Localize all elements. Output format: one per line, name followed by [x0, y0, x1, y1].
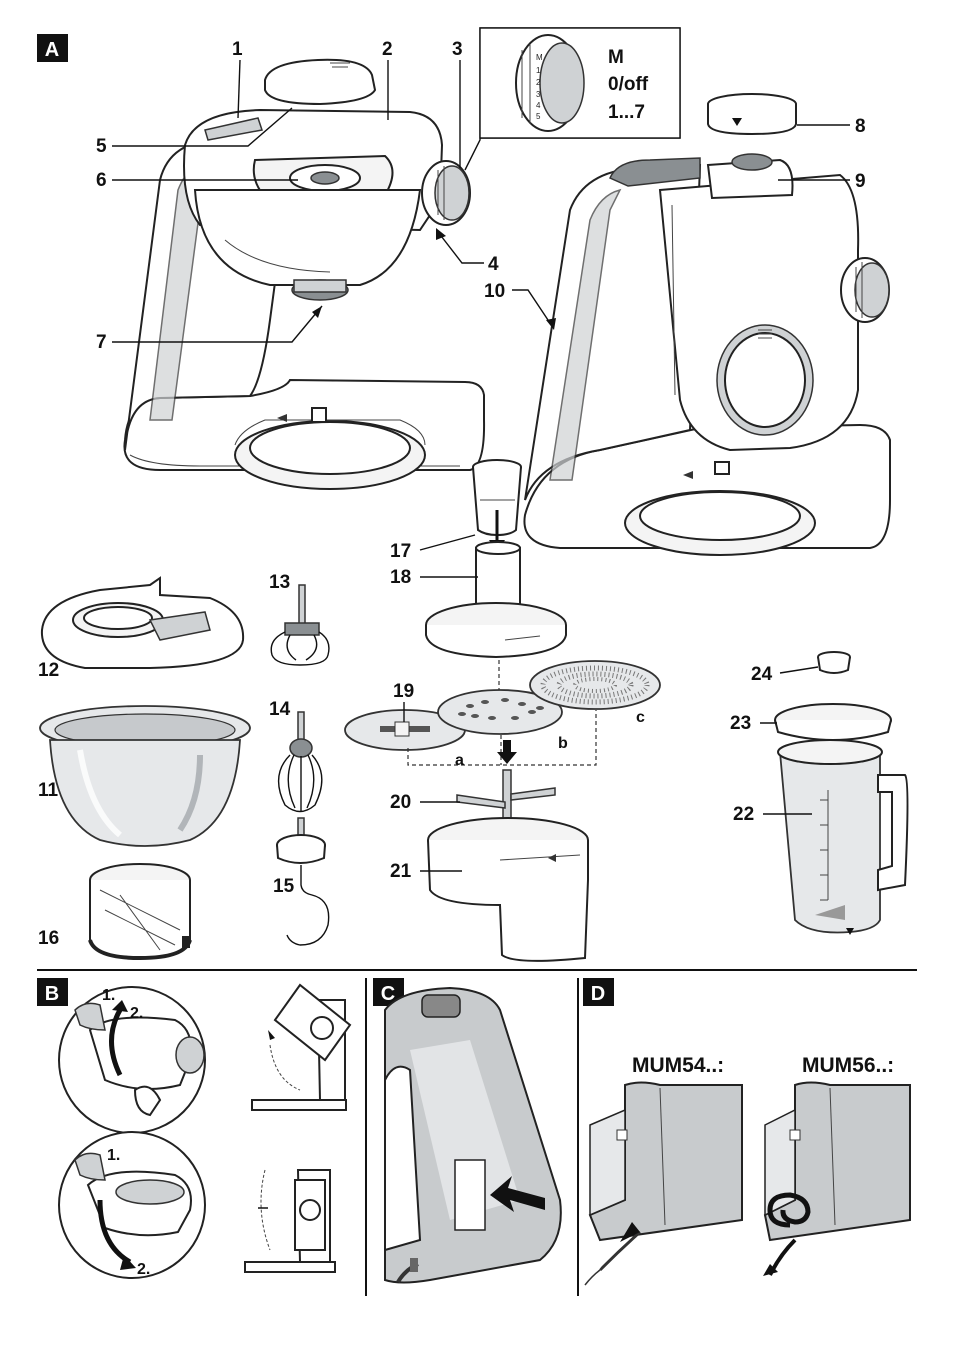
label-a: a — [455, 752, 464, 769]
label-10: 10 — [484, 281, 505, 302]
section-c-letter: C — [381, 983, 395, 1005]
blender-attachment — [774, 651, 909, 935]
drive-cover-lid — [264, 58, 377, 106]
svg-text:4: 4 — [536, 101, 541, 110]
label-14: 14 — [269, 699, 291, 720]
label-19: 19 — [393, 681, 414, 702]
beating-whisk-tool — [277, 711, 323, 813]
svg-text:3: 3 — [536, 90, 541, 99]
accessory-storage-bag — [88, 863, 192, 961]
dial-closeup-icon: M 1 2 3 4 5 — [515, 34, 585, 132]
label-2: 2 — [382, 39, 393, 60]
label-5: 5 — [96, 136, 107, 157]
food-processor-assembly — [344, 459, 661, 962]
mixer-head-up-outline — [251, 983, 352, 1111]
label-6: 6 — [96, 170, 107, 191]
step-b1-one: 1. — [102, 987, 115, 1004]
label-12: 12 — [38, 660, 59, 681]
label-22: 22 — [733, 804, 754, 825]
label-9: 9 — [855, 171, 866, 192]
section-c-badge: C — [373, 978, 404, 1006]
kneading-hook-tool — [276, 817, 330, 946]
label-18: 18 — [390, 567, 411, 588]
rotary-switch-knob — [421, 160, 471, 226]
label-1: 1 — [232, 39, 243, 60]
drive-cover-ring — [707, 93, 797, 136]
label-b: b — [558, 735, 568, 752]
label-3: 3 — [452, 39, 463, 60]
section-b-letter: B — [45, 983, 59, 1005]
label-8: 8 — [855, 116, 866, 137]
step-b1-two: 2. — [130, 1005, 143, 1022]
cord-storage-mum56 — [763, 1081, 911, 1276]
mixer-head-down-outline — [244, 1169, 336, 1273]
section-a-letter: A — [45, 39, 59, 61]
dial-mode-off: 0/off — [608, 74, 649, 95]
stirring-whisk-tool — [270, 584, 330, 666]
label-23: 23 — [730, 713, 751, 734]
label-17: 17 — [390, 541, 411, 562]
svg-text:M: M — [536, 53, 543, 62]
section-d-badge: D — [583, 978, 614, 1006]
dial-mode-m: M — [608, 47, 624, 68]
step-b2-one: 1. — [107, 1147, 120, 1164]
lift-head-illustration — [58, 986, 206, 1134]
dial-callout-box: M 1 2 3 4 5 M 0/off 1...7 — [464, 27, 681, 171]
model-mum56-label: MUM56..: — [802, 1054, 894, 1077]
label-21: 21 — [390, 861, 412, 882]
section-b-badge: B — [37, 978, 68, 1006]
label-4: 4 — [488, 254, 499, 275]
rating-plate-location — [384, 986, 562, 1284]
step-b2-two: 2. — [137, 1261, 150, 1278]
mixer-main-unit-right — [523, 153, 891, 556]
label-20: 20 — [390, 792, 411, 813]
label-16: 16 — [38, 928, 59, 949]
mixer-main-unit-left — [123, 58, 486, 490]
label-24: 24 — [751, 664, 773, 685]
model-mum54-label: MUM54..: — [632, 1054, 724, 1077]
svg-text:5: 5 — [536, 112, 541, 121]
svg-text:1: 1 — [536, 66, 541, 75]
cord-storage-mum54 — [583, 1081, 743, 1287]
dial-mode-speeds: 1...7 — [608, 102, 645, 123]
label-c: c — [636, 709, 645, 726]
section-a-badge: A — [37, 34, 68, 62]
label-15: 15 — [273, 876, 295, 897]
label-13: 13 — [269, 572, 290, 593]
lower-head-illustration — [58, 1131, 206, 1279]
label-11: 11 — [38, 780, 59, 801]
svg-text:2: 2 — [536, 78, 541, 87]
label-7: 7 — [96, 332, 107, 353]
section-d-letter: D — [591, 983, 605, 1005]
splash-guard — [40, 576, 245, 669]
stainless-steel-bowl — [39, 705, 251, 847]
